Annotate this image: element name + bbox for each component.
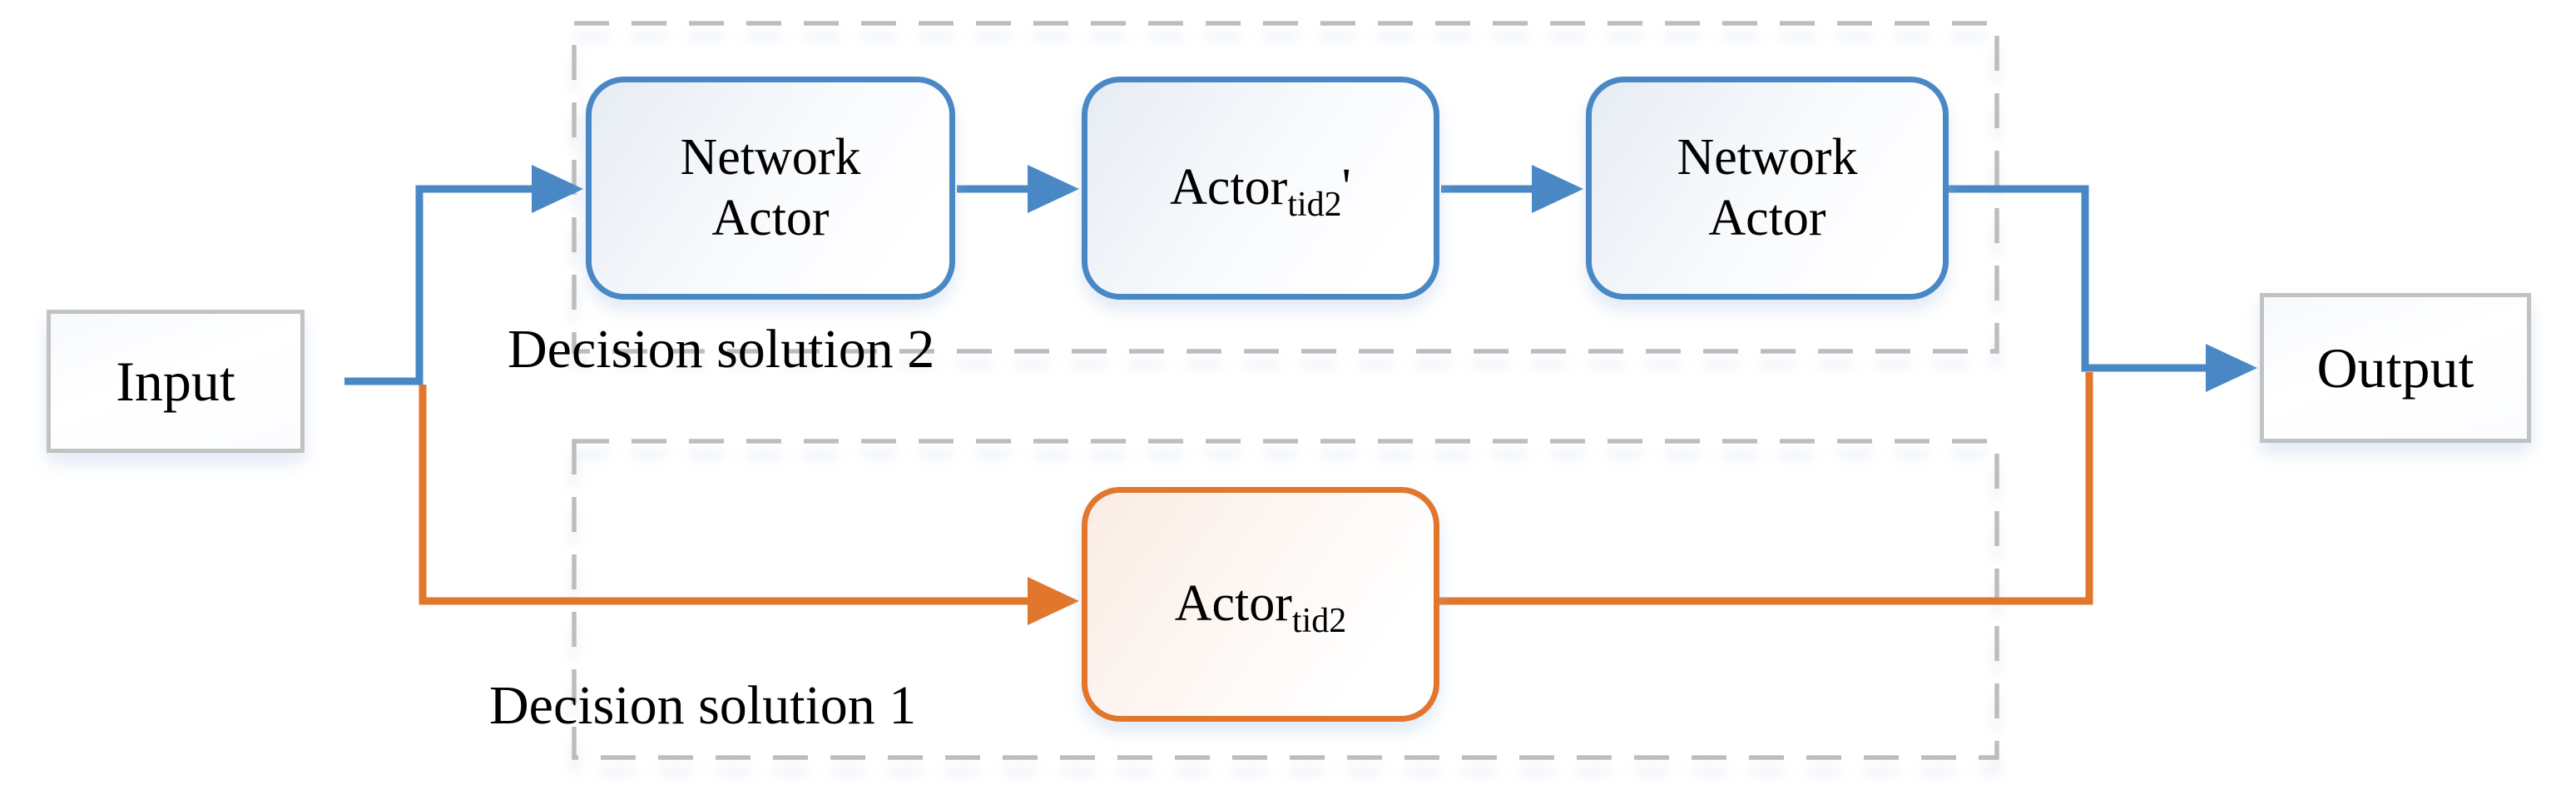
edge-input-to-actor-tid2 <box>419 385 1079 625</box>
node-network-actor-2: Network Actor <box>1586 77 1949 300</box>
input-label: Input <box>116 349 235 413</box>
actor-tid2-prime-label: Actortid2' <box>1170 159 1351 225</box>
network-actor-1-label: Network Actor <box>680 128 861 246</box>
edge-input-to-network-actor-1 <box>344 165 583 385</box>
node-network-actor-1: Network Actor <box>586 77 955 300</box>
solution2-group-label: Decision solution 2 <box>508 319 935 380</box>
node-actor-tid2-prime: Actortid2' <box>1082 77 1439 300</box>
output-label: Output <box>2316 335 2474 400</box>
node-input: Input <box>47 310 305 453</box>
edge-actor-tid2-to-output <box>1439 372 2093 605</box>
solution1-group-label: Decision solution 1 <box>489 675 917 736</box>
actor-tid2-label: Actortid2 <box>1174 575 1347 641</box>
node-actor-tid2: Actortid2 <box>1082 487 1439 722</box>
node-output: Output <box>2260 293 2531 443</box>
network-actor-2-label: Network Actor <box>1677 128 1858 246</box>
edge-network-actor-2-to-output <box>1949 185 2257 392</box>
